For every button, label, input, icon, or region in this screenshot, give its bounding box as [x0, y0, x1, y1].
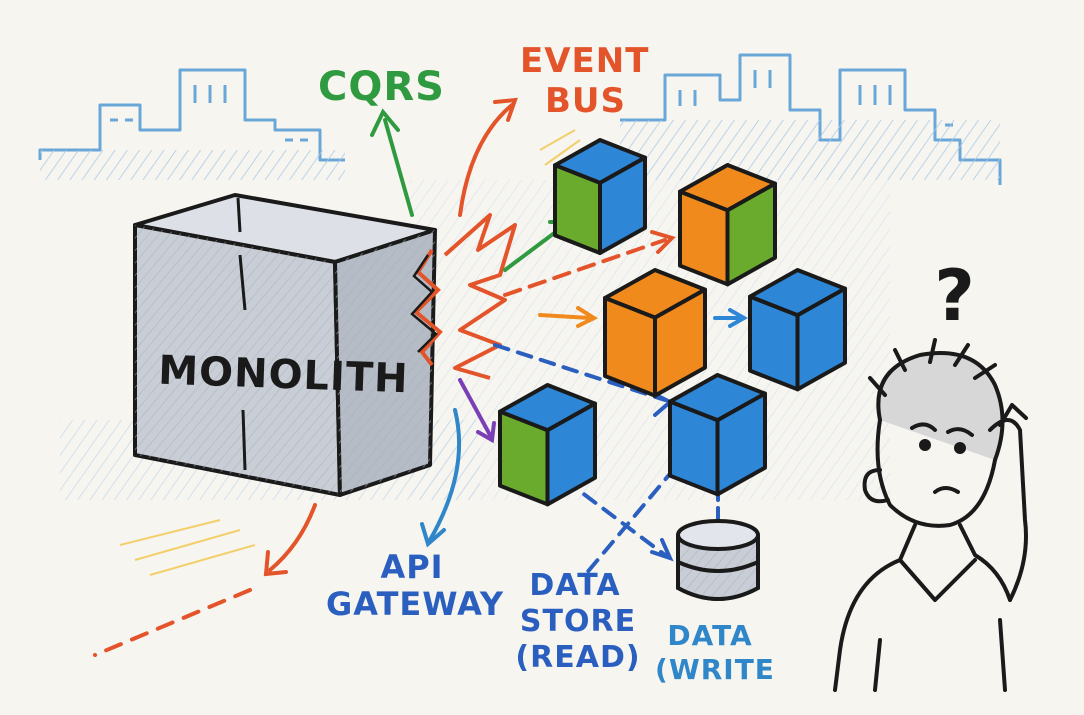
- data-store-label-2: STORE: [520, 604, 636, 639]
- api-gateway-label-1: API: [380, 548, 443, 586]
- service-cube-2-right-face: [725, 181, 777, 287]
- question-mark: ?: [934, 255, 976, 337]
- service-cube-3-left-face: [603, 296, 657, 398]
- cqrs-arrow: [370, 108, 414, 217]
- skyline-right: [620, 53, 1002, 185]
- data-store-label-1: DATA: [529, 568, 620, 603]
- service-cube-6-right-face: [715, 391, 767, 497]
- service-cube-6-left-face: [668, 399, 720, 497]
- service-cube-5-right-face: [545, 401, 597, 507]
- service-cube-3-right-face: [653, 287, 707, 398]
- service-cube-1-right-face: [598, 155, 647, 256]
- yellow-scribbles: [119, 129, 581, 576]
- cqrs-label: CQRS: [318, 64, 445, 110]
- service-cube-5: [498, 383, 597, 507]
- data-write-label-1: DATA: [667, 619, 752, 652]
- data-write-label-2: (WRITE: [655, 653, 775, 686]
- service-cube-6: [668, 373, 767, 497]
- service-cube-2: [678, 163, 777, 287]
- service-cube-4-left-face: [748, 294, 800, 392]
- event-bus-lightning: [443, 213, 517, 380]
- service-cube-3: [603, 268, 707, 398]
- skyline-left: [38, 68, 345, 180]
- monolith-label: MONOLITH: [158, 348, 410, 403]
- monolith-block: [133, 193, 443, 497]
- data-store-label-3: (READ): [515, 640, 640, 675]
- service-cube-5-left-face: [498, 409, 550, 507]
- event-bus-label-2: BUS: [545, 81, 626, 121]
- confused-person: [833, 338, 1028, 692]
- api-gateway-label-2: GATEWAY: [326, 585, 504, 623]
- service-cube-1: [553, 138, 647, 256]
- service-cube-1-left-face: [553, 163, 602, 256]
- event-bus-arrow: [458, 97, 518, 217]
- service-cube-2-left-face: [678, 189, 730, 287]
- service-cube-4-right-face: [795, 286, 847, 392]
- event-bus-label-1: EVENT: [520, 41, 649, 81]
- service-cube-4: [748, 268, 847, 392]
- data-store-cylinder: [676, 519, 760, 601]
- service-cubes: [498, 138, 847, 507]
